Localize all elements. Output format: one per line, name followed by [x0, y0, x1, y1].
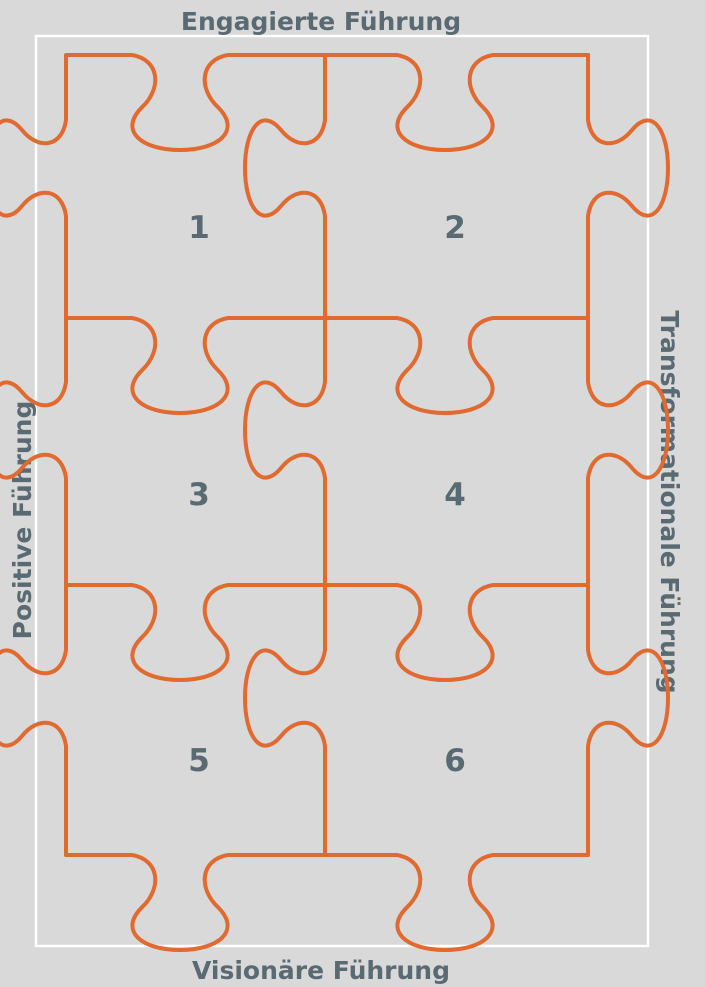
edge-bottom — [66, 855, 588, 950]
piece-number-5: 5 — [188, 743, 210, 779]
label-right: Transformationale Führung — [655, 310, 684, 693]
label-top: Engagierte Führung — [181, 7, 461, 36]
piece-number-1: 1 — [188, 210, 210, 246]
piece-number-6: 6 — [444, 743, 466, 779]
frame-rect — [36, 36, 648, 946]
piece-number-3: 3 — [188, 477, 210, 513]
edge-middle — [245, 55, 325, 855]
edge-top — [68, 55, 588, 150]
puzzle-outline — [0, 55, 668, 950]
piece-number-2: 2 — [444, 210, 466, 246]
label-bottom: Visionäre Führung — [192, 956, 450, 985]
label-left: Positive Führung — [8, 401, 37, 640]
piece-number-4: 4 — [444, 477, 466, 513]
